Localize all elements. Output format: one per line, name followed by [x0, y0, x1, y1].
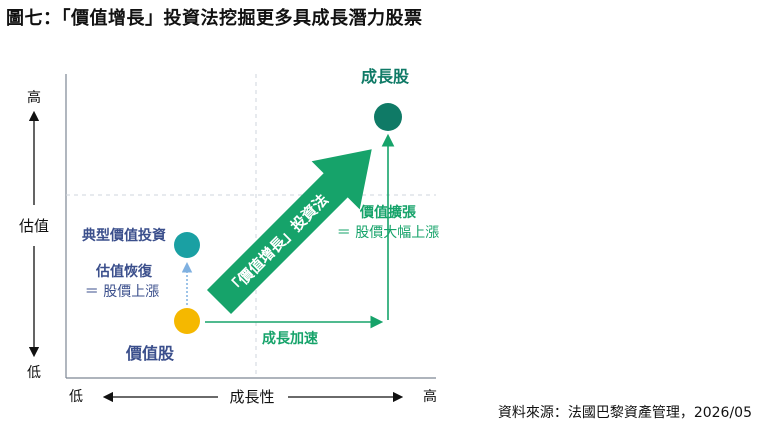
source-note: 資料來源：法國巴黎資產管理，2026/05 — [497, 405, 752, 421]
big-arrow-shape — [206, 149, 372, 315]
valuation-recovery-label: 估值恢復 — [95, 263, 153, 280]
x-low-label: 低 — [69, 389, 83, 405]
x-high-label: 高 — [423, 388, 437, 405]
valuation-expansion-eq: ＝ 股價大幅上漲 — [337, 224, 439, 241]
valuation-expansion-label: 價值擴張 — [359, 204, 417, 221]
value-stock-circle — [174, 308, 200, 334]
growth-acceleration-label: 成長加速 — [262, 330, 318, 347]
typical-value-circle — [174, 232, 200, 258]
figure-title: 圖七：「價值增長」投資法挖掘更多具成長潛力股票 — [6, 8, 423, 29]
y-high-label: 高 — [27, 89, 41, 106]
x-axis-label: 成長性 — [229, 388, 274, 406]
growth-stock-circle — [374, 103, 402, 131]
y-low-label: 低 — [27, 365, 41, 381]
typical-value-label: 典型價值投資 — [82, 227, 166, 244]
valuation-recovery-eq: ＝ 股價上漲 — [85, 283, 159, 300]
y-axis-label: 估值 — [19, 217, 49, 235]
growth-stock-label: 成長股 — [361, 67, 410, 86]
value-stock-label: 價值股 — [125, 344, 175, 363]
big-arrow-label: 「價值增長」投資法 — [224, 191, 332, 299]
